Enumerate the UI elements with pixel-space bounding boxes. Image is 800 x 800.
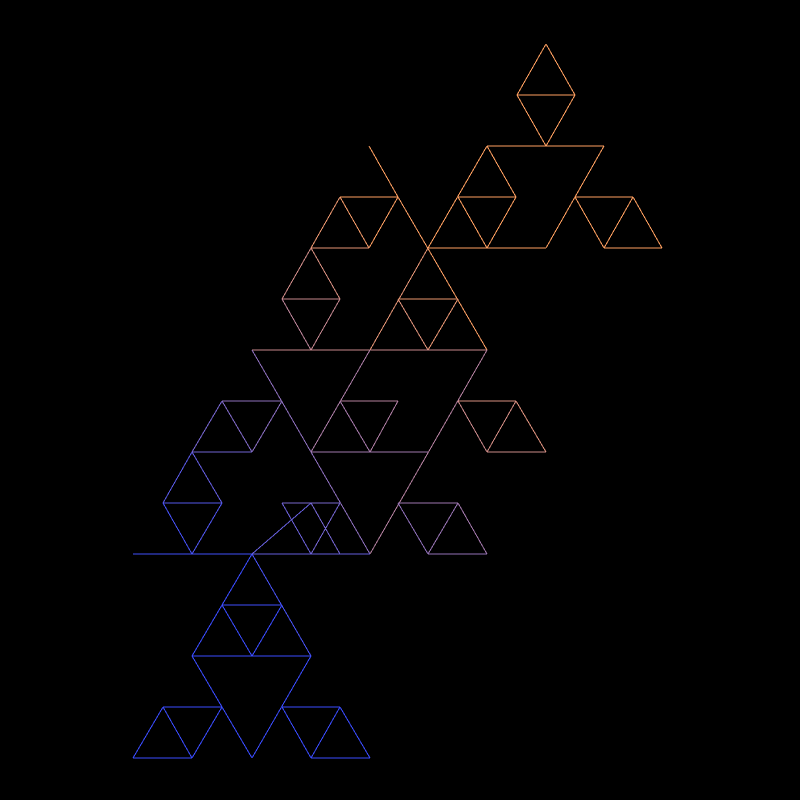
fractal-segment: [368, 145, 399, 198]
fractal-segment: [162, 706, 193, 759]
fractal-segment: [397, 196, 488, 351]
fractal-segment: [251, 655, 312, 759]
fractal-segment: [368, 196, 399, 249]
fractal-segment: [339, 706, 371, 759]
fractal-segment: [486, 145, 517, 198]
fractal-segment: [457, 502, 488, 555]
fractal-segment: [339, 196, 370, 249]
fractal-segment: [603, 196, 634, 249]
fractal-segment: [486, 400, 517, 453]
fractal-segment: [132, 706, 164, 759]
fractal-segment: [369, 349, 488, 555]
fractal-segment: [516, 43, 547, 96]
fractal-segment: [397, 298, 429, 351]
fractal-segment: [310, 706, 341, 759]
fractal-segment: [545, 43, 576, 96]
fractal-segment: [191, 451, 223, 504]
fractal-segment: [397, 502, 429, 555]
fractal-segment: [251, 604, 283, 657]
fractal-segment: [632, 196, 663, 249]
fractal-segment: [281, 502, 312, 555]
fractal-segment: [457, 196, 488, 249]
fractal-segment: [515, 400, 547, 453]
fractal-segment: [427, 298, 459, 351]
fractal-segment: [251, 502, 312, 555]
fractal-segment: [281, 706, 312, 759]
fractal-segment: [221, 604, 253, 657]
fractal-segment: [251, 400, 283, 453]
fractal-segment: [369, 400, 399, 453]
fractal-segment: [281, 247, 312, 300]
fractal-segment: [310, 298, 341, 351]
fractal-segment: [310, 502, 341, 555]
fractal-segment: [545, 94, 576, 147]
fractal-line-group: [132, 43, 663, 759]
fractal-segment: [162, 451, 193, 504]
fractal-segment: [427, 145, 488, 249]
fractal-segment: [191, 502, 223, 555]
fractal-segment: [486, 196, 517, 249]
fractal-segment: [457, 400, 488, 453]
fractal-segment: [427, 502, 459, 555]
fractal-segment: [339, 400, 371, 453]
fractal-segment: [310, 247, 341, 300]
fractal-segment: [516, 94, 547, 147]
fractal-segment: [281, 298, 312, 351]
fractal-segment: [191, 706, 223, 759]
fractal-segment: [310, 196, 341, 249]
fractal-segment: [574, 196, 605, 249]
fractal-segment: [221, 400, 253, 453]
fractal-segment: [191, 400, 223, 453]
fractal-segment: [162, 502, 193, 555]
